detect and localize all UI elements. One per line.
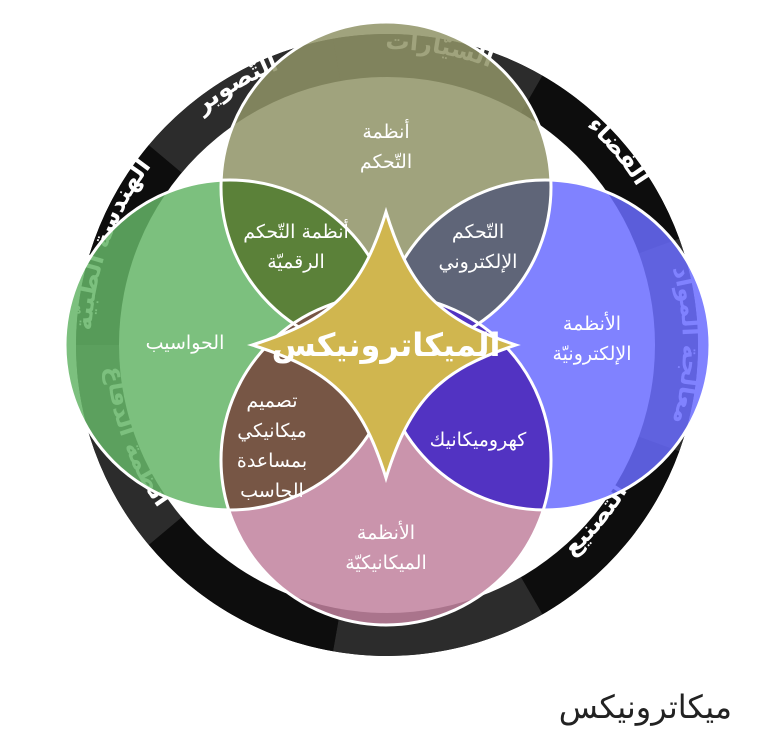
venn-diagram-svg: السيّاراتالفضاءمعالجة الموادالتصنيعأنظمة… — [63, 20, 712, 656]
center-label: الميكاترونيكس — [272, 326, 501, 364]
caption: ميكاترونيكس — [558, 688, 732, 726]
ring-sector — [148, 517, 341, 652]
computers-label: الحواسيب — [146, 332, 225, 354]
electromechanics-label: كهروميكانيك — [430, 429, 528, 451]
center-star — [246, 206, 521, 484]
